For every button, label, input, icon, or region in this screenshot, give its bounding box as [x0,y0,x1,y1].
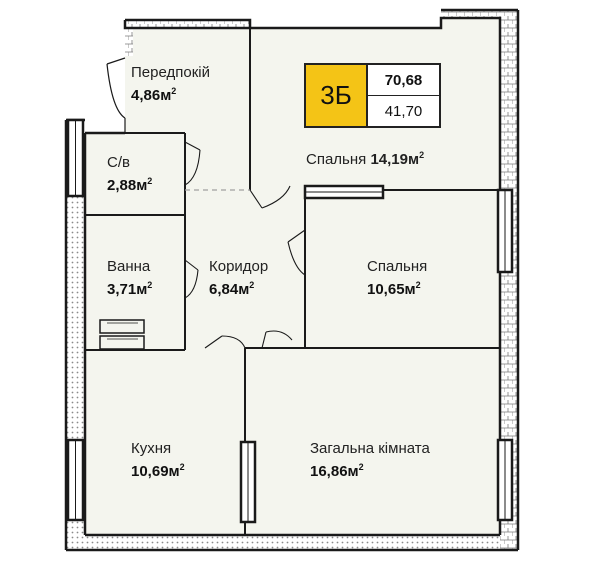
room-name-bedroom1: Спальня [306,151,367,168]
apartment-badge: 3Б 70,68 41,70 [304,63,441,128]
room-area-hall: 4,86м2 [131,86,177,105]
room-name-hall: Передпокій [131,64,210,81]
room-area-bedroom1: 14,19м2 [370,150,425,169]
exterior-wall-right [500,18,518,550]
room-name-kitchen: Кухня [131,440,172,457]
interior-doors [184,141,306,349]
room-name-bath: Ванна [107,258,151,275]
room-area-bath: 3,71м2 [107,280,153,299]
interior-walls [85,28,500,535]
room-label-bedroom1: Спальня 14,19м2 [306,150,425,169]
room-area-kitchen: 10,69м2 [131,462,185,481]
apartment-floor [85,18,500,535]
room-area-living: 16,86м2 [310,462,364,481]
vent-duct-bottom [99,335,145,350]
apartment-areas: 70,68 41,70 [368,65,439,126]
room-name-living: Загальна кімната [310,440,430,457]
exterior-wall-entrance [125,28,133,56]
window-glazing [75,120,506,522]
vent-ducts [99,319,145,350]
room-name-bedroom2: Спальня [367,258,428,275]
room-name-corridor: Коридор [209,258,269,275]
total-area: 70,68 [368,65,439,96]
vent-duct-top [99,319,145,334]
living-area: 41,70 [384,102,423,120]
exterior-wall-top-right [441,10,518,18]
room-area-bedroom2: 10,65м2 [367,280,421,299]
room-area-wc: 2,88м2 [107,176,153,195]
exterior-wall-bottom [66,535,518,550]
room-name-wc: С/в [107,154,130,171]
room-area-corridor: 6,84м2 [209,280,255,299]
exterior-wall-top-left [125,20,250,28]
entrance-door [106,57,126,133]
apartment-type: 3Б [306,65,368,126]
